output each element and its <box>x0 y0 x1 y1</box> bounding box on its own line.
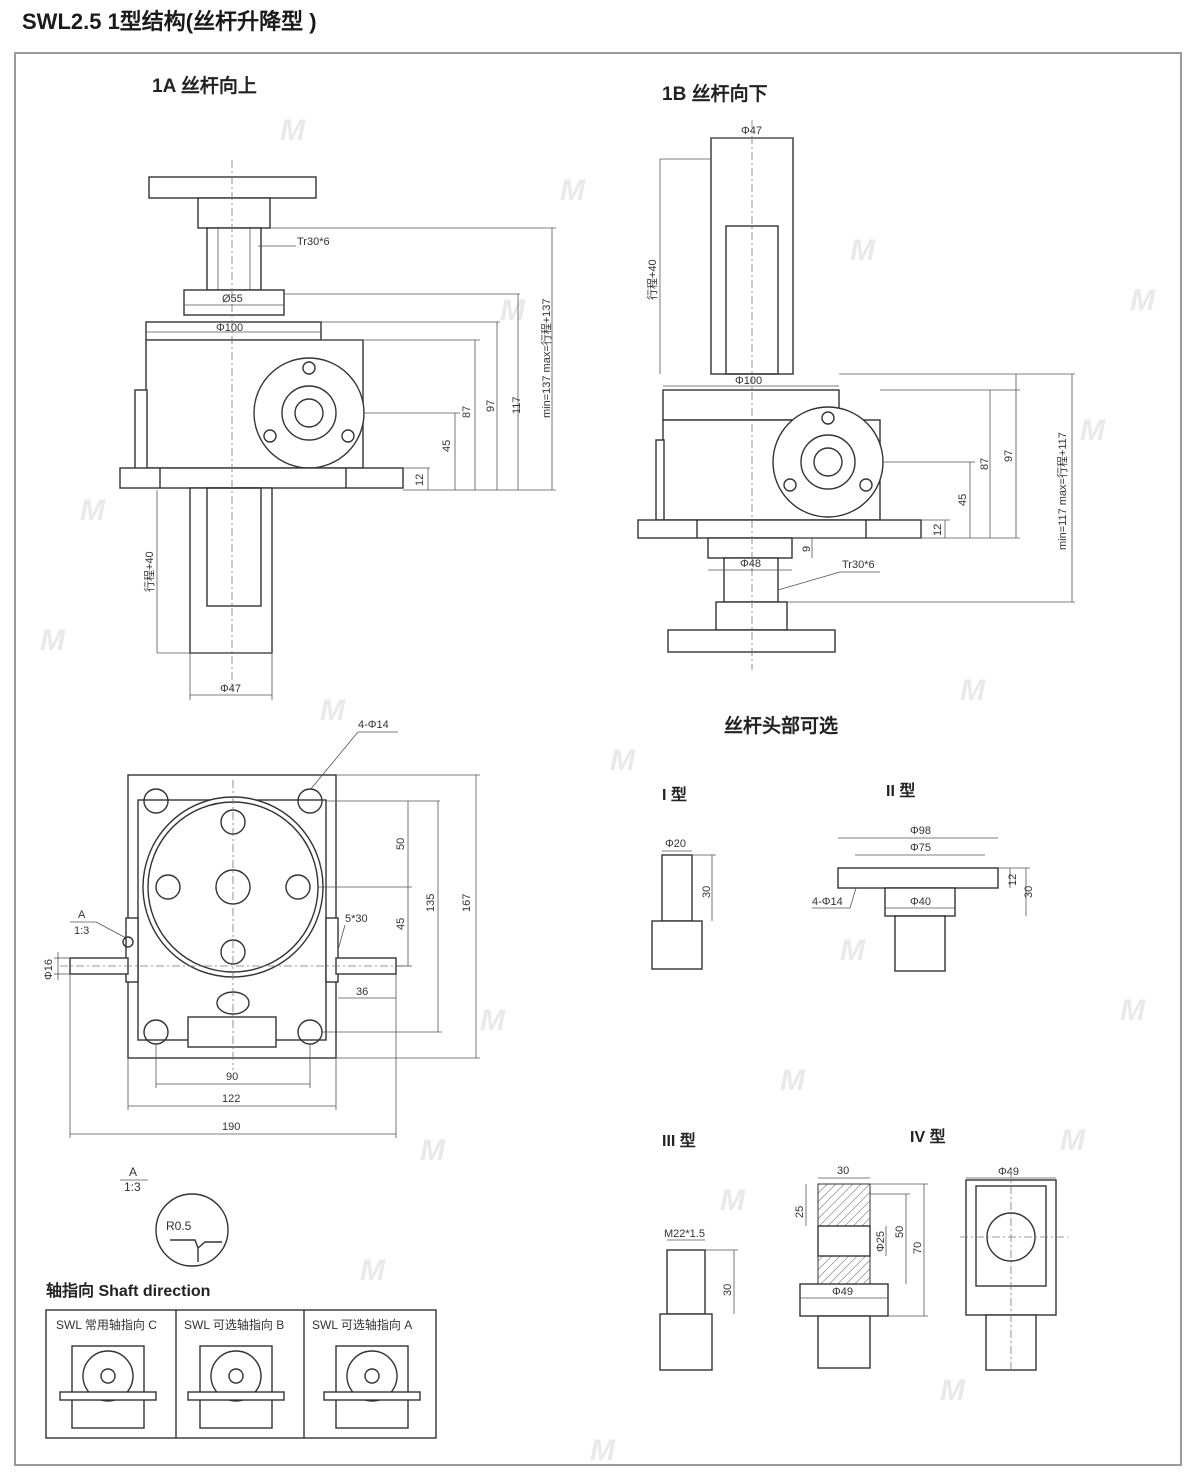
dim-plan-a-scale: 1:3 <box>74 925 89 937</box>
t4-d25: Φ25 <box>875 1231 887 1252</box>
shaft-dir-b-label: SWL 可选轴指向 B <box>184 1317 284 1332</box>
dim-1b-minmax: min=117 max=行程+117 <box>1056 432 1069 550</box>
dim-plan-d16: Φ16 <box>43 959 55 980</box>
t4-70: 70 <box>912 1242 924 1254</box>
dim-1b-stroke: 行程+40 <box>646 259 659 300</box>
head-options-title: 丝杆头部可选 <box>724 714 838 737</box>
type2-label: II 型 <box>886 782 915 800</box>
view-1a: 1A 丝杆向上 Tr30*6 Ø55 Φ100 <box>119 74 556 700</box>
watermark: M <box>1060 1124 1086 1157</box>
t1-d20: Φ20 <box>665 838 686 850</box>
head-options: 丝杆头部可选 I 型 Φ20 30 II 型 Φ98 Φ75 Φ40 12 30… <box>651 714 1068 1371</box>
dim-1a-stroke: 行程+40 <box>143 551 156 592</box>
t1-30: 30 <box>701 886 713 898</box>
view-plan: 4-Φ14 50 45 135 167 5*30 36 Φ16 A 1:3 90 <box>43 719 480 1138</box>
t2-d75: Φ75 <box>910 842 931 854</box>
dim-1b-12: 12 <box>932 524 944 536</box>
watermark: M <box>320 694 346 727</box>
watermark: M <box>590 1434 616 1467</box>
dim-plan-190: 190 <box>222 1121 240 1133</box>
watermark: M <box>840 934 866 967</box>
dim-1a-d100: Φ100 <box>216 322 243 334</box>
watermark: M <box>780 1064 806 1097</box>
type3-label: III 型 <box>662 1132 696 1150</box>
watermark: M <box>40 624 66 657</box>
watermark: M <box>850 234 876 267</box>
dim-1a-12: 12 <box>414 474 426 486</box>
t4-d49a: Φ49 <box>832 1286 853 1298</box>
shaft-dir-c-label: SWL 常用轴指向 C <box>56 1317 157 1332</box>
t4-30: 30 <box>837 1165 849 1177</box>
detail-a: A 1:3 R0.5 <box>120 1165 229 1267</box>
watermark: M <box>1130 284 1156 317</box>
dim-1a-45: 45 <box>441 440 453 452</box>
watermark: M <box>500 294 526 327</box>
dim-1a-97: 97 <box>485 400 497 412</box>
shaft-direction-title: 轴指向 Shaft direction <box>46 1281 210 1300</box>
dim-plan-a: A <box>78 909 86 921</box>
watermark: M <box>280 114 306 147</box>
watermark: M <box>560 174 586 207</box>
watermark: M <box>940 1374 966 1407</box>
view-1a-title: 1A 丝杆向上 <box>152 74 257 97</box>
watermark: M <box>360 1254 386 1287</box>
dim-1a-117: 117 <box>511 396 523 414</box>
dim-plan-36: 36 <box>356 986 368 998</box>
detail-a-label: A <box>129 1165 137 1179</box>
t2-30: 30 <box>1023 886 1035 898</box>
type1-label: I 型 <box>662 786 687 804</box>
dim-1a-tr: Tr30*6 <box>297 236 330 248</box>
t4-25: 25 <box>794 1206 806 1218</box>
view-1b-title: 1B 丝杆向下 <box>662 82 768 105</box>
watermark: M <box>720 1184 746 1217</box>
watermark: M <box>1080 414 1106 447</box>
dim-plan-90: 90 <box>226 1071 238 1083</box>
watermark: M <box>960 674 986 707</box>
dim-plan-holes: 4-Φ14 <box>358 719 389 731</box>
shaft-dir-a-label: SWL 可选轴指向 A <box>312 1317 412 1332</box>
t2-d98: Φ98 <box>910 825 931 837</box>
dim-1b-87: 87 <box>979 458 991 470</box>
watermark: M <box>420 1134 446 1167</box>
drawing-frame <box>14 52 1182 1466</box>
watermark: M <box>480 1004 506 1037</box>
dim-1b-d47: Φ47 <box>741 125 762 137</box>
view-1b: 1B 丝杆向下 Φ47 行程+40 Φ100 <box>637 82 1075 670</box>
dim-1b-d100: Φ100 <box>735 375 762 387</box>
dim-plan-45: 45 <box>395 918 407 930</box>
dim-1b-9: 9 <box>801 546 813 552</box>
t3-m22: M22*1.5 <box>664 1228 705 1240</box>
dim-plan-122: 122 <box>222 1093 240 1105</box>
dim-plan-167: 167 <box>461 894 473 912</box>
dim-1b-tr: Tr30*6 <box>842 559 875 571</box>
dim-plan-50: 50 <box>395 838 407 850</box>
watermark: M <box>610 744 636 777</box>
t2-12: 12 <box>1007 874 1019 886</box>
dim-1a-d55: Ø55 <box>222 293 243 305</box>
dim-1a-d47: Φ47 <box>220 683 241 695</box>
t2-holes: 4-Φ14 <box>812 896 843 908</box>
t4-50: 50 <box>894 1226 906 1238</box>
t4-d49b: Φ49 <box>998 1166 1019 1178</box>
detail-a-scale: 1:3 <box>124 1180 141 1194</box>
type4-label: IV 型 <box>910 1128 946 1146</box>
shaft-dir-c-drawing <box>59 1345 157 1429</box>
watermark: M <box>1120 994 1146 1027</box>
dim-1b-97: 97 <box>1003 450 1015 462</box>
t3-30: 30 <box>722 1284 734 1296</box>
dim-1a-minmax: min=137 max=行程+137 <box>540 298 553 418</box>
detail-r05: R0.5 <box>166 1219 192 1233</box>
dim-1b-d48: Φ48 <box>740 558 761 570</box>
page-title: SWL2.5 1型结构(丝杆升降型 ) <box>22 9 317 34</box>
shaft-direction: 轴指向 Shaft direction SWL 常用轴指向 C SWL 可选轴指… <box>45 1281 437 1439</box>
watermark: M <box>80 494 106 527</box>
shaft-dir-b-drawing <box>187 1345 285 1429</box>
t2-d40: Φ40 <box>910 896 931 908</box>
shaft-dir-a-drawing <box>323 1345 421 1429</box>
dim-1b-45: 45 <box>957 494 969 506</box>
dim-1a-87: 87 <box>461 406 473 418</box>
dim-plan-135: 135 <box>425 894 437 912</box>
dim-plan-key: 5*30 <box>345 913 368 925</box>
